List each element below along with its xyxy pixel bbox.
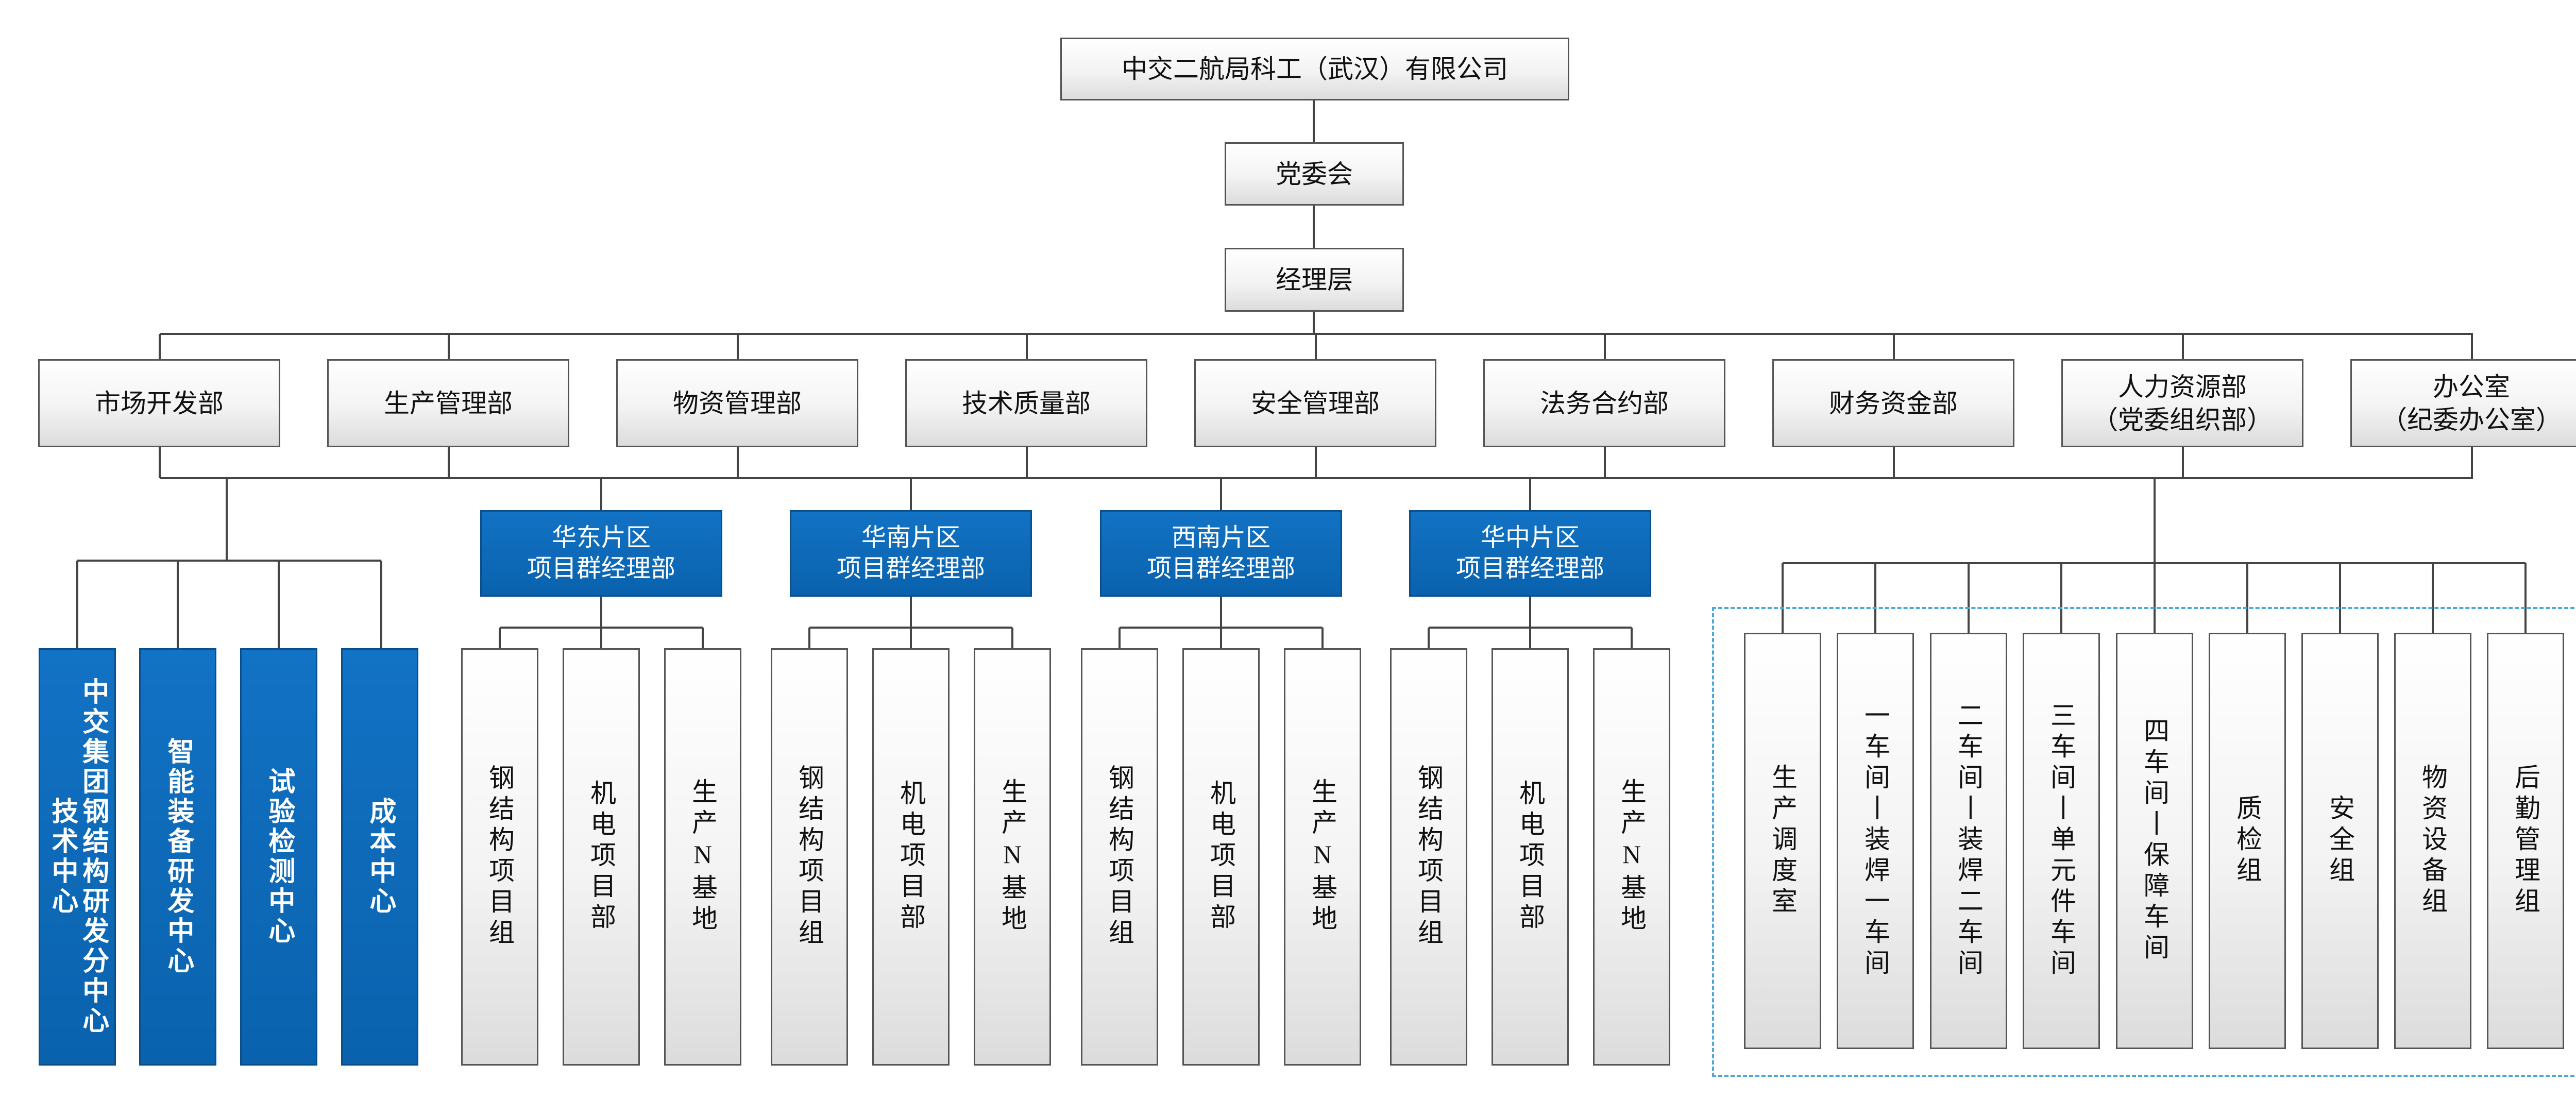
region-southwest: 西南片区 项目群经理部: [1100, 510, 1342, 597]
region-south-mep-unit: 机电项目部: [872, 648, 950, 1066]
department-materials: 物资管理部: [616, 359, 858, 447]
region-southwest-mep-unit-label: 机电项目部: [1207, 780, 1235, 934]
workshop-safety-group: 安全组: [2301, 633, 2379, 1049]
party-committee-node: 党委会: [1225, 142, 1404, 206]
region-east-steel-unit-label: 钢结构项目组: [485, 764, 514, 950]
region-south-base-unit: 生产N基地: [974, 648, 1051, 1066]
region-southwest-mep-unit: 机电项目部: [1182, 648, 1260, 1066]
department-production: 生产管理部: [327, 359, 569, 447]
workshop-2-label: 二车间丨装焊二车间: [1954, 702, 1983, 980]
region-south: 华南片区 项目群经理部: [790, 510, 1032, 597]
department-hr: 人力资源部 （党委组织部）: [2061, 359, 2303, 447]
region-south-steel-unit-label: 钢结构项目组: [795, 764, 824, 950]
region-east-steel-unit: 钢结构项目组: [461, 648, 538, 1066]
department-legal: 法务合约部: [1483, 359, 1725, 447]
center-testing: 试验检测中心: [240, 648, 317, 1066]
department-safety: 安全管理部: [1194, 359, 1436, 447]
department-market: 市场开发部: [38, 359, 280, 447]
region-central-steel-unit-label: 钢结构项目组: [1414, 764, 1443, 950]
region-east-base-unit: 生产N基地: [664, 648, 741, 1066]
region-central-mep-unit-label: 机电项目部: [1516, 780, 1545, 934]
workshop-3-label: 三车间丨单元件车间: [2047, 702, 2076, 980]
region-southwest-steel-unit-label: 钢结构项目组: [1105, 764, 1134, 950]
region-central-mep-unit: 机电项目部: [1492, 648, 1569, 1066]
company-node: 中交二航局科工（武汉）有限公司: [1060, 38, 1569, 100]
workshop-safety-group-label: 安全组: [2326, 795, 2354, 887]
workshop-materials-group-label: 物资设备组: [2418, 764, 2447, 918]
region-east-base-unit-label: 生产N基地: [688, 778, 717, 936]
region-south-base-unit-label: 生产N基地: [998, 778, 1027, 936]
workshop-dispatch-label: 生产调度室: [1768, 764, 1797, 918]
center-rd-tech: 中交集团钢结构研发分中心 技术中心: [39, 648, 116, 1066]
region-central-steel-unit: 钢结构项目组: [1390, 648, 1467, 1066]
department-office: 办公室 （纪委办公室）: [2350, 359, 2576, 447]
region-south-mep-unit-label: 机电项目部: [896, 780, 925, 934]
center-cost-label: 成本中心: [365, 797, 395, 917]
region-southwest-base-unit-label: 生产N基地: [1308, 778, 1337, 936]
region-east-mep-unit: 机电项目部: [563, 648, 640, 1066]
workshop-1: 一车间丨装焊一车间: [1837, 633, 1914, 1049]
region-south-steel-unit: 钢结构项目组: [771, 648, 848, 1066]
center-smart-equipment-label: 智能装备研发中心: [163, 737, 193, 976]
department-tech-quality: 技术质量部: [905, 359, 1147, 447]
center-cost: 成本中心: [341, 648, 418, 1066]
workshop-logistics-group: 后勤管理组: [2487, 633, 2564, 1049]
workshop-4: 四车间丨保障车间: [2116, 633, 2193, 1049]
management-node: 经理层: [1225, 248, 1404, 312]
workshop-quality-group-label: 质检组: [2233, 795, 2262, 887]
workshop-4-label: 四车间丨保障车间: [2140, 717, 2169, 965]
workshop-quality-group: 质检组: [2209, 633, 2286, 1049]
region-central-base-unit: 生产N基地: [1593, 648, 1670, 1066]
department-finance: 财务资金部: [1772, 359, 2014, 447]
workshop-dispatch: 生产调度室: [1744, 633, 1821, 1049]
workshop-logistics-group-label: 后勤管理组: [2511, 764, 2540, 918]
workshop-3: 三车间丨单元件车间: [2023, 633, 2100, 1049]
region-central-base-unit-label: 生产N基地: [1617, 778, 1646, 936]
workshop-materials-group: 物资设备组: [2394, 633, 2471, 1049]
region-east: 华东片区 项目群经理部: [480, 510, 722, 597]
region-central: 华中片区 项目群经理部: [1409, 510, 1651, 597]
workshop-1-label: 一车间丨装焊一车间: [1861, 702, 1890, 980]
workshop-group-frame: [1712, 607, 2576, 1077]
region-east-mep-unit-label: 机电项目部: [587, 780, 616, 934]
center-rd-tech-label: 中交集团钢结构研发分中心 技术中心: [47, 678, 108, 1036]
center-smart-equipment: 智能装备研发中心: [139, 648, 216, 1066]
center-testing-label: 试验检测中心: [264, 767, 294, 947]
workshop-2: 二车间丨装焊二车间: [1930, 633, 2007, 1049]
region-southwest-steel-unit: 钢结构项目组: [1081, 648, 1158, 1066]
region-southwest-base-unit: 生产N基地: [1284, 648, 1361, 1066]
